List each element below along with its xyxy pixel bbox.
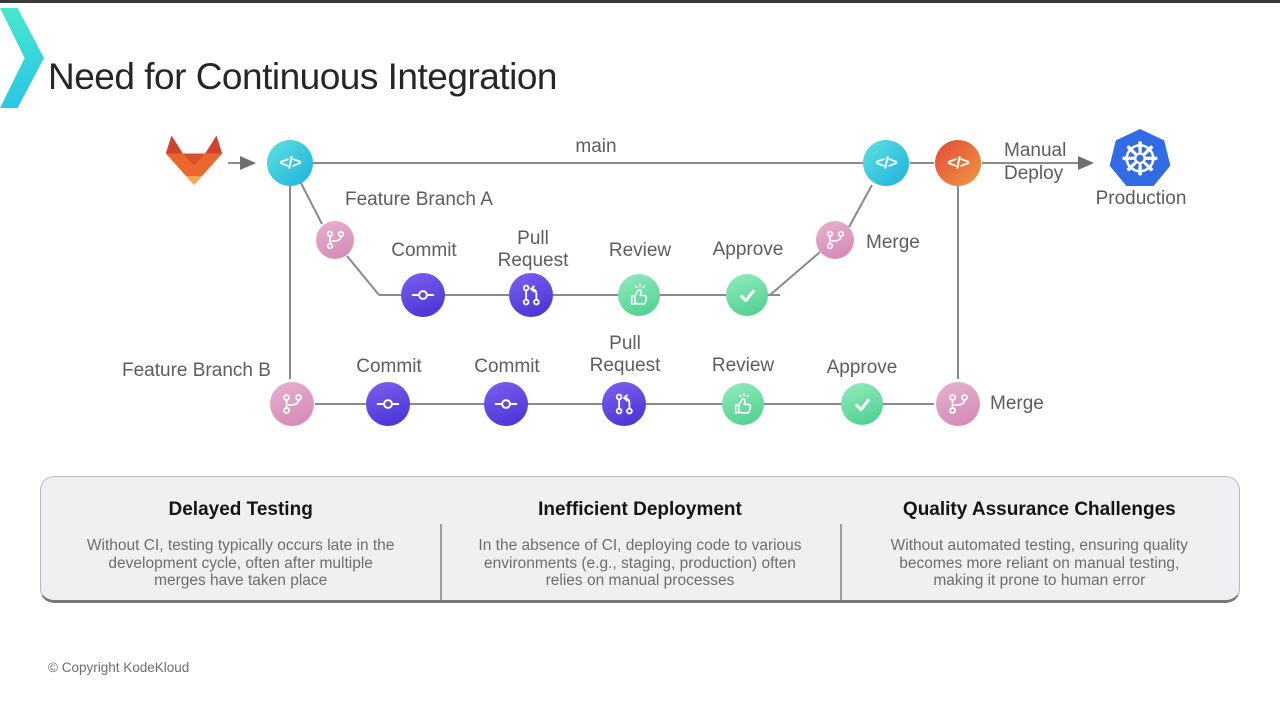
card-quality-assurance: Quality Assurance Challenges Without aut… [839,477,1239,600]
merge-a-label: Merge [866,232,920,253]
code-icon: </> [875,153,898,172]
feature-branch-b-label: Feature Branch B [122,360,271,381]
git-branch-icon [326,230,345,250]
top-border [0,0,1280,3]
approve-node-b [841,383,883,425]
card-title: Delayed Testing [168,499,313,520]
card-delayed-testing: Delayed Testing Without CI, testing typi… [41,477,440,600]
manual-deploy-label: Manual Deploy [1004,140,1067,184]
step-label-pull-request-b: Pull Request [589,333,661,376]
code-icon: </> [279,153,302,172]
step-label-approve-b: Approve [826,357,898,378]
check-icon [739,289,755,302]
card-inefficient-deployment: Inefficient Deployment In the absence of… [440,477,839,600]
git-commit-icon [494,399,518,409]
branch-a-start-node [316,221,354,259]
review-node-b [722,383,764,425]
copyright-text: © Copyright KodeKloud [48,660,190,675]
code-icon: </> [947,153,970,172]
main-branch-start-node: </> [267,140,313,186]
feature-branch-a-label: Feature Branch A [345,189,493,210]
main-branch-label: main [575,136,617,157]
deploy-node: </> [935,140,981,186]
check-icon [854,398,870,411]
merge-b-label: Merge [990,393,1044,414]
pull-request-icon [522,284,540,306]
branch-b-start-node [270,382,314,426]
review-node-a [618,274,660,316]
step-label-commit-b1: Commit [356,356,422,377]
merge-node-a [816,221,854,259]
card-body: Without automated testing, ensuring qual… [890,537,1188,589]
production-label: Production [1095,188,1187,209]
git-commit-icon [376,399,400,409]
git-branch-icon [283,394,302,414]
step-label-commit-a: Commit [391,240,457,261]
step-label-commit-b2: Commit [474,356,540,377]
step-label-pull-request-a: Pull Request [497,228,569,271]
review-thumbs-up-icon [630,283,647,305]
card-body: In the absence of CI, deploying code to … [478,537,802,589]
page-title: Need for Continuous Integration [48,56,558,97]
summary-panel: Delayed Testing Without CI, testing typi… [40,476,1240,603]
card-title: Inefficient Deployment [538,499,742,520]
helm-wheel-glyph: ☸ [1119,132,1161,186]
git-merge-icon [949,394,968,414]
gitlab-logo-icon [165,135,223,185]
git-commit-icon [411,290,435,300]
commit-node-a [401,273,445,317]
approve-node-a [726,274,768,316]
pull-request-node-b [602,382,646,426]
commit-node-b1 [366,382,410,426]
step-label-approve-a: Approve [712,239,784,260]
merge-node-b [936,382,980,426]
step-label-review-b: Review [711,355,775,376]
pull-request-node-a [509,273,553,317]
main-branch-end-node: </> [863,140,909,186]
step-label-review-a: Review [608,240,672,261]
commit-node-b2 [484,382,528,426]
pull-request-icon [615,393,633,415]
review-thumbs-up-icon [734,392,751,414]
card-body: Without CI, testing typically occurs lat… [86,537,395,589]
card-title: Quality Assurance Challenges [902,499,1176,520]
git-merge-icon [826,230,845,250]
